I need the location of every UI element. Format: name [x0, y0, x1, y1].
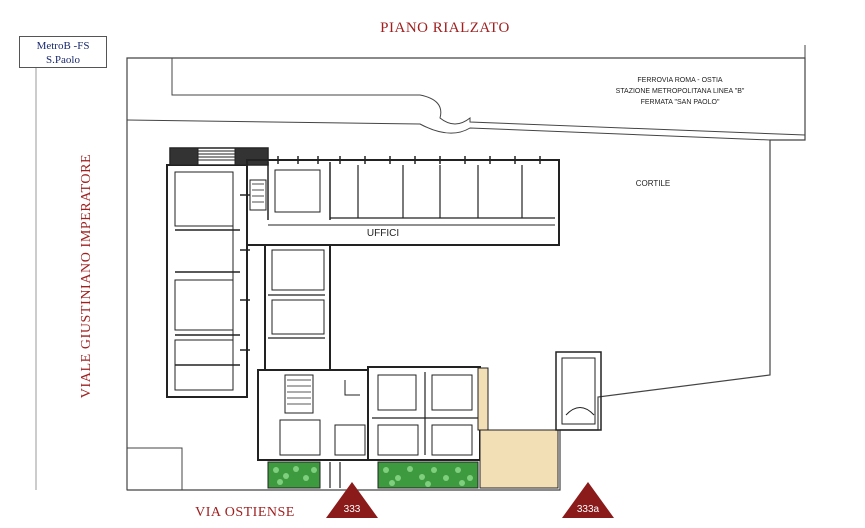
entrance-marker-333a [562, 482, 614, 518]
southwest-outbuilding [126, 447, 183, 491]
site-boundary [126, 57, 806, 491]
south-east-block [367, 366, 481, 461]
metro-station-box: MetroB -FS S.Paolo [19, 36, 107, 68]
street-label-bottom: VIA OSTIENSE [195, 505, 295, 520]
north-wing [246, 159, 560, 246]
east-annex [555, 351, 602, 431]
metro-box-line2: S.Paolo [46, 54, 80, 66]
north-stair [169, 147, 269, 166]
entrance-marker-333 [326, 482, 378, 518]
railway-note-line2: STAZIONE METROPOLITANA LINEA "B" [616, 88, 745, 95]
sand-area [479, 429, 559, 489]
window-ticks [240, 156, 541, 351]
courtyard-label: CORTILE [636, 179, 671, 188]
south-central-block [257, 369, 369, 461]
main-entrance [329, 462, 341, 488]
marker-label-333a: 333a [577, 504, 600, 515]
sand-strip [477, 367, 489, 431]
green-area-left [267, 461, 321, 489]
railway-band [171, 58, 806, 136]
marker-label-333: 333 [344, 504, 361, 515]
west-wing [166, 164, 248, 398]
green-texture [273, 466, 473, 487]
offices-label: UFFICI [367, 228, 399, 239]
page-title: PIANO RIALZATO [380, 20, 510, 36]
railway-note-line3: FERMATA "SAN PAOLO" [641, 99, 720, 106]
railway-note-line1: FERROVIA ROMA - OSTIA [637, 77, 723, 84]
railway-band-inner [126, 119, 771, 141]
central-wing [264, 244, 331, 371]
metro-box-line1: MetroB -FS [36, 40, 90, 52]
